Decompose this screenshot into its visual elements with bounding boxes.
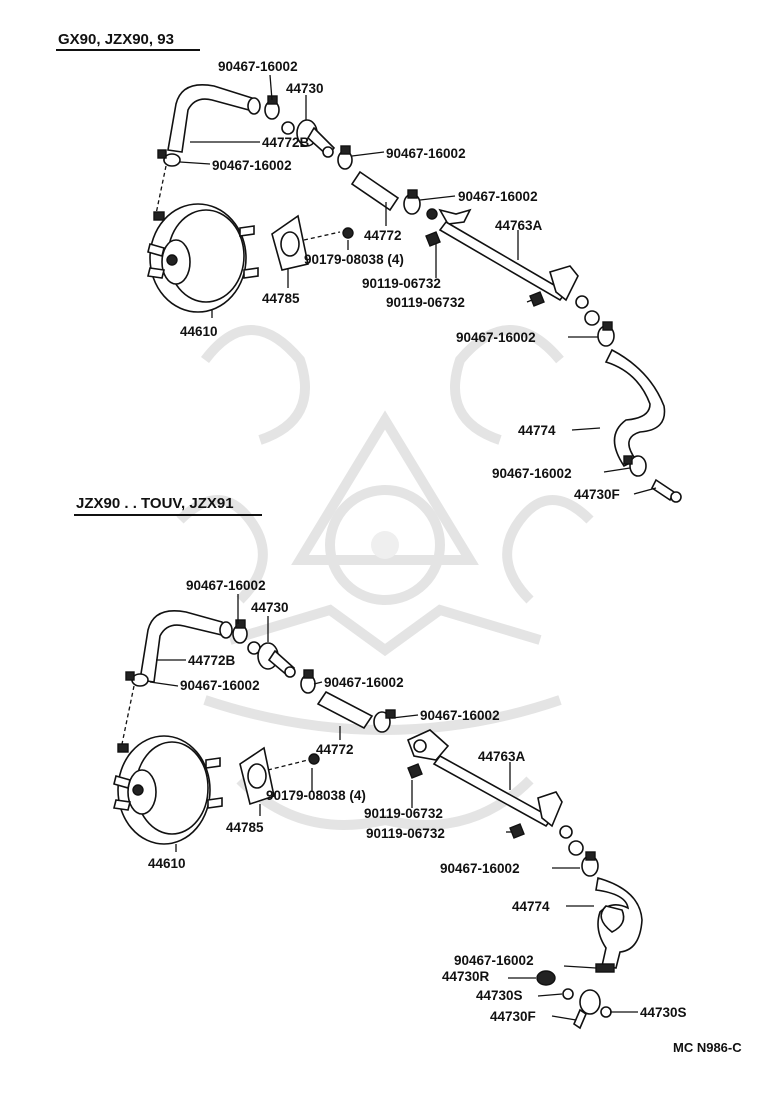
- label-hose-upper: 44772B: [188, 653, 236, 668]
- dashed-leader-2: [303, 231, 341, 241]
- leader-lines-1: [179, 74, 657, 495]
- label-pipe: 44763A: [478, 749, 526, 764]
- label-clamp-top: 90467-16002: [186, 578, 266, 593]
- hose-end: [247, 97, 261, 115]
- label-union-s: 44730S: [476, 988, 523, 1003]
- clamp-left: [125, 671, 149, 687]
- clamp-bottom: [595, 963, 615, 973]
- clamp-mid: [300, 669, 316, 694]
- label-clamp-left: 90467-16002: [180, 678, 260, 693]
- label-nut: 90179-08038 (4): [266, 788, 366, 803]
- label-hose-short: 44772: [316, 742, 354, 757]
- pipe-44763a: [406, 729, 584, 856]
- clamp-top: [232, 619, 248, 644]
- label-hose-short: 44772: [364, 228, 402, 243]
- label-union: 44730: [251, 600, 289, 615]
- hose-44772: [316, 690, 374, 730]
- clamp-mid: [337, 145, 353, 170]
- hose-loop: [600, 905, 625, 933]
- pipe-44763a: [426, 208, 600, 326]
- bolt-b: [509, 823, 525, 839]
- label-clamp-mid: 90467-16002: [386, 146, 466, 161]
- label-clamp-lower: 90467-16002: [440, 861, 520, 876]
- label-gasket: 44785: [262, 291, 300, 306]
- label-bolt-b: 90119-06732: [386, 295, 465, 310]
- section-2: JZX90 . . TOUV, JZX91: [74, 495, 687, 1030]
- label-union-s2: 44730S: [640, 1005, 687, 1020]
- hose-44774: [604, 348, 666, 468]
- brake-booster-44610: [147, 155, 259, 313]
- clamp-lower: [581, 851, 599, 877]
- nut: [308, 753, 320, 765]
- label-nut: 90179-08038 (4): [304, 252, 404, 267]
- union-44730: [281, 119, 336, 158]
- label-clamp-right: 90467-16002: [458, 189, 538, 204]
- label-clamp-mid: 90467-16002: [324, 675, 404, 690]
- dashed-leader-1: [121, 685, 135, 745]
- label-union-f: 44730F: [490, 1009, 536, 1024]
- section-1: GX90, JZX90, 93: [56, 31, 682, 503]
- dashed-leader-1: [155, 165, 167, 215]
- label-clamp-bottom: 90467-16002: [454, 953, 534, 968]
- leader-lines-2: [149, 594, 638, 1021]
- clamp-right: [373, 709, 396, 733]
- label-union: 44730: [286, 81, 324, 96]
- label-pipe: 44763A: [495, 218, 543, 233]
- hose-44772b: [139, 610, 228, 683]
- watermark-emblem: [176, 325, 594, 830]
- hose-44772: [350, 170, 400, 212]
- label-union-r: 44730R: [442, 969, 490, 984]
- bolt-a: [407, 763, 423, 779]
- dashed-leader-2: [267, 759, 309, 771]
- hose-end: [219, 621, 233, 639]
- label-clamp-top: 90467-16002: [218, 59, 298, 74]
- label-bolt-b: 90119-06732: [366, 826, 445, 841]
- union-44730s-2: [600, 1006, 612, 1018]
- brake-booster-44610: [113, 735, 223, 845]
- section-2-title: JZX90 . . TOUV, JZX91: [76, 495, 234, 512]
- union-44730s: [562, 988, 574, 1000]
- label-booster: 44610: [148, 856, 186, 871]
- label-clamp-lower: 90467-16002: [456, 330, 536, 345]
- clamp-left: [157, 149, 181, 167]
- label-clamp-bottom: 90467-16002: [492, 466, 572, 481]
- union-44730f: [650, 478, 682, 503]
- diagram-code: MC N986-C: [673, 1040, 742, 1055]
- label-clamp-left: 90467-16002: [212, 158, 292, 173]
- label-hose-upper: 44772B: [262, 135, 310, 150]
- label-gasket: 44785: [226, 820, 264, 835]
- clamp-top: [264, 95, 280, 120]
- union-44730f: [573, 989, 601, 1030]
- gasket-hole: [280, 231, 300, 257]
- label-hose-lower: 44774: [512, 899, 550, 914]
- bolt-a: [425, 231, 441, 247]
- gasket-hole: [247, 763, 267, 789]
- label-booster: 44610: [180, 324, 218, 339]
- label-bolt-a: 90119-06732: [362, 276, 441, 291]
- section-1-title: GX90, JZX90, 93: [58, 31, 174, 48]
- label-bolt-a: 90119-06732: [364, 806, 443, 821]
- bolt-b: [529, 291, 545, 307]
- nut: [342, 227, 354, 239]
- label-clamp-right: 90467-16002: [420, 708, 500, 723]
- label-hose-lower: 44774: [518, 423, 556, 438]
- clamp-bottom: [623, 455, 647, 477]
- clamp-right: [403, 189, 421, 215]
- label-union-f: 44730F: [574, 487, 620, 502]
- union-44730r: [536, 970, 556, 986]
- clamp-lower: [597, 321, 615, 347]
- union-44730: [247, 641, 296, 678]
